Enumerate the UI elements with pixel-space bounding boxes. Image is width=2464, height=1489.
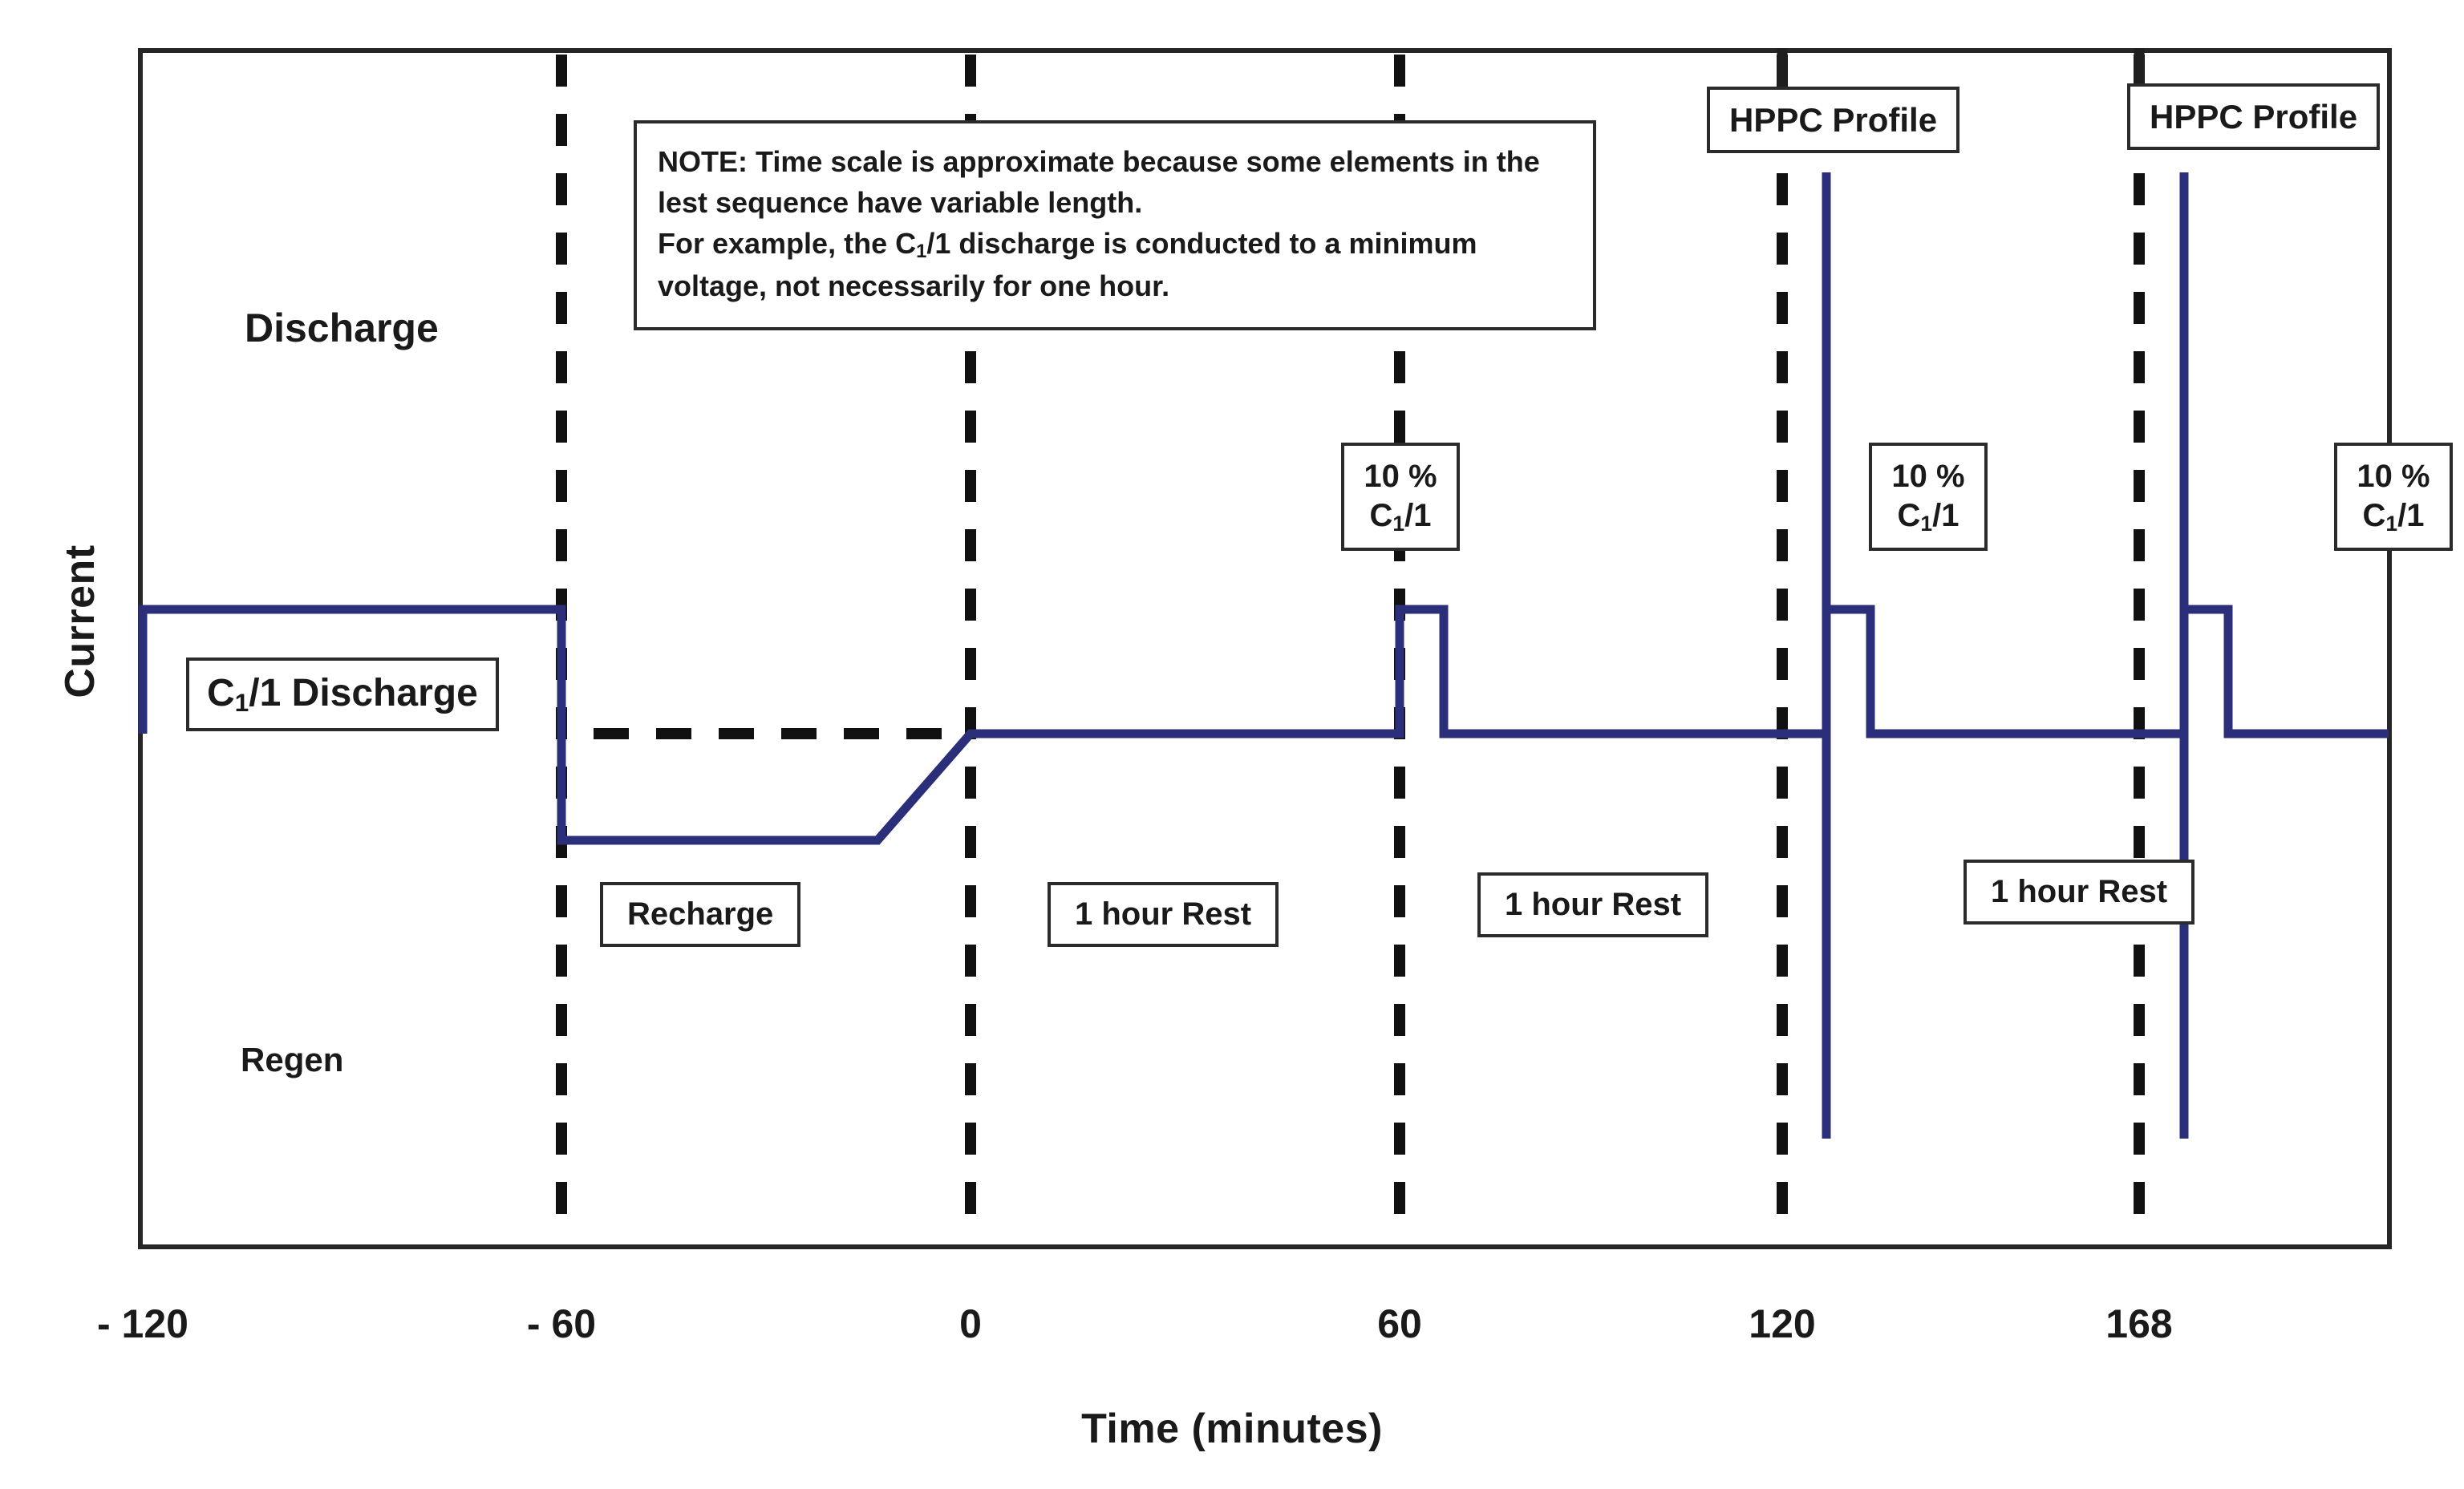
pulse-rate-text: C1/1: [1897, 497, 1959, 536]
region-label-regen: Regen: [241, 1041, 344, 1078]
callout-hppc-profile-2: HPPC Profile: [2127, 83, 2381, 151]
callout-pulse-120min: 10 % C1/1: [1869, 443, 1988, 551]
x-tick-label-120: 120: [1749, 1301, 1816, 1346]
callout-rest-1: 1 hour Rest: [1048, 882, 1279, 947]
x-tick-label-minus60: - 60: [526, 1301, 597, 1346]
note-line-2: For example, the C1/1 discharge is condu…: [658, 227, 1477, 303]
current-trace: [138, 605, 2389, 845]
pulse-rate-text: C1/1: [1369, 497, 1432, 536]
x-tick-label-minus120: - 120: [97, 1301, 188, 1346]
note-line-1: NOTE: Time scale is approximate because …: [658, 145, 1540, 220]
callout-pulse-60min: 10 % C1/1: [1341, 443, 1460, 551]
region-label-discharge: Discharge: [245, 305, 439, 350]
x-tick-label-0: 0: [959, 1301, 982, 1346]
note-callout-box: NOTE: Time scale is approximate because …: [634, 120, 1596, 331]
x-tick-label-168: 168: [2105, 1301, 2173, 1346]
callout-recharge: Recharge: [600, 882, 801, 947]
callout-rest-2: 1 hour Rest: [1477, 872, 1709, 937]
pulse-percent-text: 10 %: [1364, 459, 1437, 494]
x-axis-title: Time (minutes): [1081, 1406, 1383, 1452]
x-tick-label-60: 60: [1377, 1301, 1422, 1346]
hppc-callout-stem-group: [1777, 48, 2145, 87]
callout-hppc-profile-1: HPPC Profile: [1707, 87, 1960, 154]
callout-rest-3: 1 hour Rest: [1964, 860, 2195, 925]
pulse-rate-text: C1/1: [2362, 497, 2425, 536]
callout-pulse-168min: 10 % C1/1: [2334, 443, 2453, 551]
callout-c1-discharge: C1/1 Discharge: [186, 658, 499, 731]
pulse-percent-text: 10 %: [1891, 459, 1965, 494]
pulse-percent-text: 10 %: [2357, 459, 2430, 494]
hppc-pulse-group: [1822, 172, 2189, 1139]
y-axis-title: Current: [57, 544, 103, 698]
